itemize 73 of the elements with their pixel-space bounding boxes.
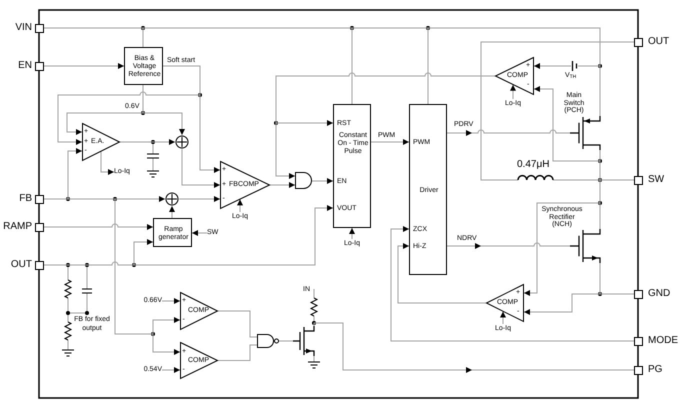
arrow xyxy=(534,86,600,162)
wire xyxy=(218,344,258,361)
wire xyxy=(480,42,634,180)
mosfet-symbol xyxy=(293,326,315,356)
arrow xyxy=(152,334,180,355)
arrow xyxy=(524,294,600,315)
pin-label: EN xyxy=(18,60,32,72)
function-block xyxy=(124,47,163,85)
arrow xyxy=(152,317,180,334)
battery-symbol xyxy=(571,61,578,71)
arrow xyxy=(270,182,296,188)
arrow xyxy=(390,226,634,342)
component-label: 0.47μH xyxy=(517,160,550,170)
arrow xyxy=(500,311,506,324)
arrow xyxy=(44,63,124,69)
wire xyxy=(142,28,144,48)
wire xyxy=(44,198,68,200)
pin-label: GND xyxy=(648,288,670,300)
wire xyxy=(218,310,258,338)
pin-label: RAMP xyxy=(3,221,32,233)
arrow xyxy=(312,178,334,184)
pin-label: MODE xyxy=(648,335,678,347)
function-block xyxy=(409,104,447,275)
arrow xyxy=(66,112,144,135)
pin-label: VIN xyxy=(15,22,32,34)
arrow xyxy=(276,120,334,126)
pin-label: OUT xyxy=(10,259,32,271)
pin-label: FB xyxy=(19,193,32,205)
pin-label: OUT xyxy=(648,36,670,48)
arrow xyxy=(178,196,220,202)
summing-junction xyxy=(165,192,179,206)
wire xyxy=(428,28,600,66)
arrow xyxy=(114,196,166,202)
pin-label: SW xyxy=(648,174,664,186)
arrow xyxy=(370,139,410,145)
wire xyxy=(276,72,496,124)
arrow xyxy=(398,243,486,304)
arrow xyxy=(524,202,600,296)
arrow xyxy=(192,230,208,236)
arrow xyxy=(237,198,243,212)
pin-label: PG xyxy=(648,364,662,376)
arrow xyxy=(276,122,296,179)
arrow xyxy=(349,228,355,240)
arrow xyxy=(100,151,114,175)
wire xyxy=(278,340,294,342)
inductor-symbol xyxy=(518,174,553,180)
arrow xyxy=(44,224,154,230)
summing-junction xyxy=(175,135,189,149)
arrow xyxy=(68,148,82,200)
arrow xyxy=(134,205,334,266)
function-block xyxy=(333,104,371,228)
arrow xyxy=(510,84,516,100)
arrow xyxy=(314,322,634,373)
wire xyxy=(142,84,144,114)
arrow xyxy=(169,206,175,218)
mosfet-symbol xyxy=(570,229,601,263)
function-block xyxy=(153,218,192,247)
wire xyxy=(44,262,134,266)
arrow xyxy=(142,112,185,136)
arrow xyxy=(134,239,154,266)
nand-gate xyxy=(257,334,279,348)
arrow xyxy=(446,130,570,136)
and-gate xyxy=(295,172,312,189)
arrow xyxy=(162,367,180,373)
arrow xyxy=(446,242,570,249)
arrow xyxy=(182,148,220,188)
arrow xyxy=(162,298,180,304)
mosfet-symbol xyxy=(570,116,601,150)
wire xyxy=(68,198,116,200)
wire xyxy=(114,198,154,334)
arrow xyxy=(534,63,572,69)
arrow xyxy=(120,139,176,145)
arrow xyxy=(58,92,200,145)
